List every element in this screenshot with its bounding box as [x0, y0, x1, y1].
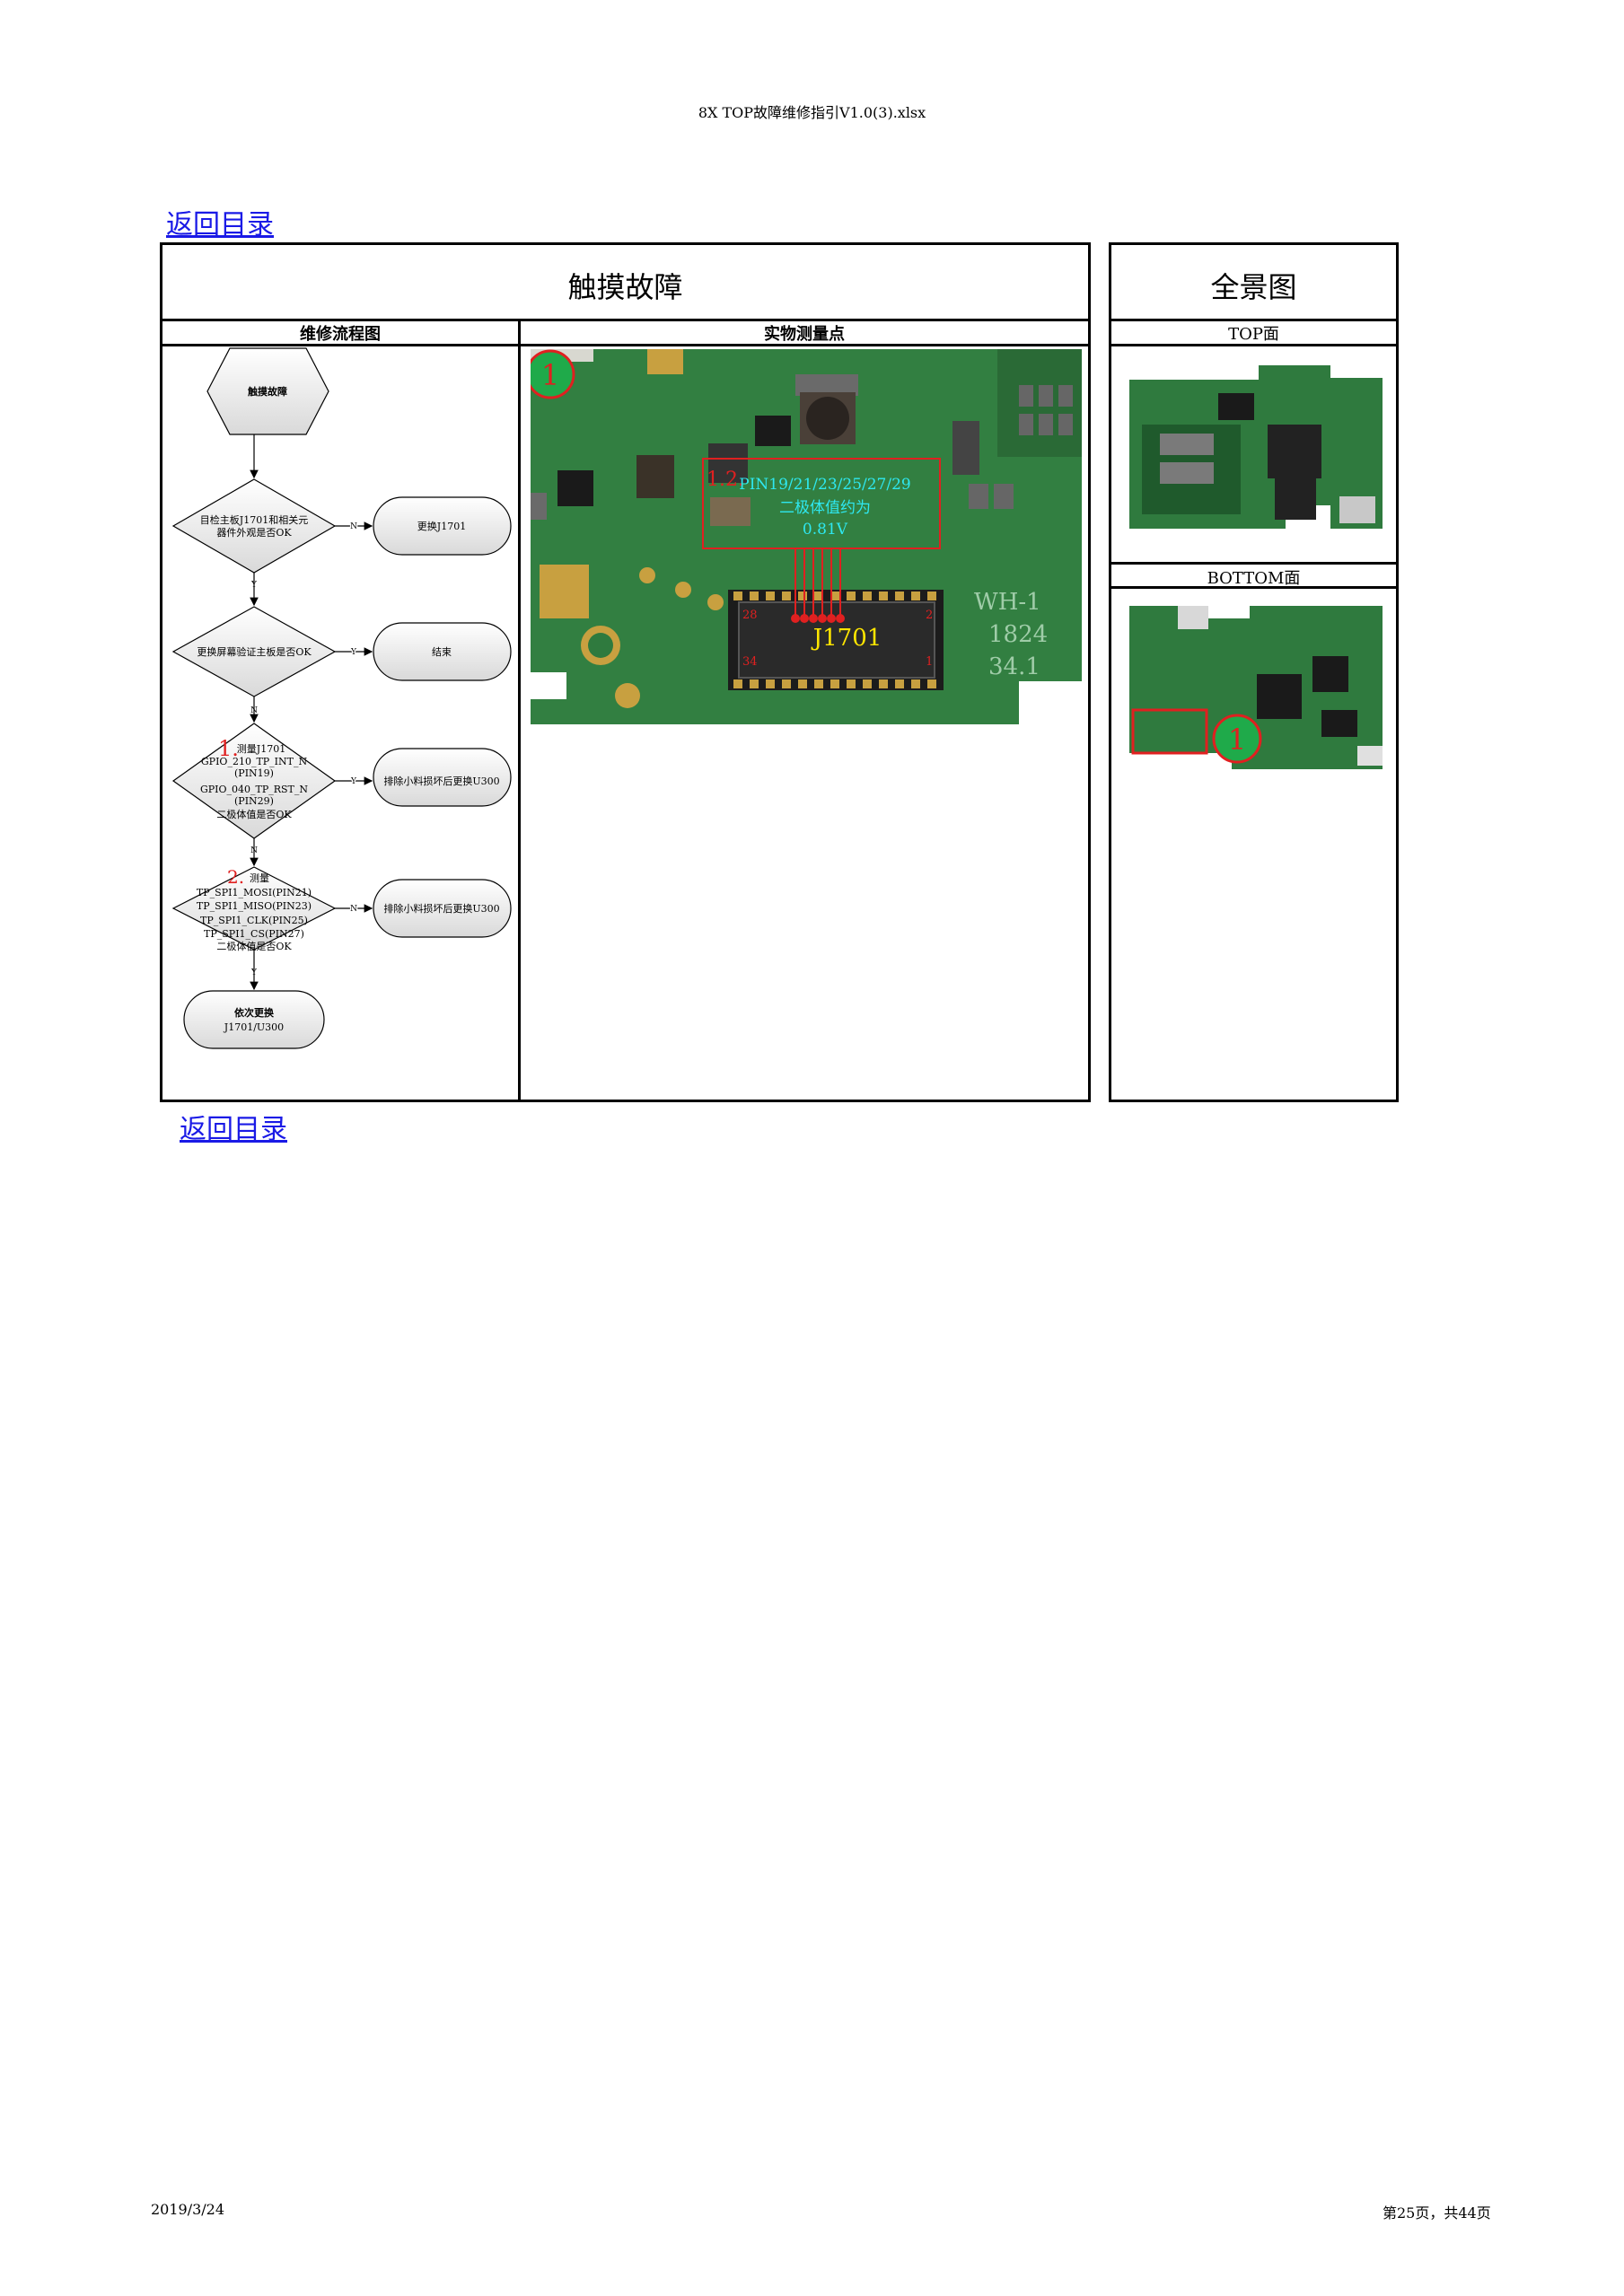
footer-page-number: 第25页，共44页: [1383, 2201, 1491, 2222]
flow-end-line2: J1701/U300: [224, 1021, 284, 1033]
flow-d4-number: 2.: [227, 866, 244, 888]
flow-d3-number: 1.: [218, 736, 239, 761]
col-header-flowchart: 维修流程图: [162, 321, 518, 345]
flow-d4-line3: TP_SPI1_MISO(PIN23): [197, 900, 312, 912]
flow-no-3: N: [250, 846, 258, 855]
flow-d4-line4: TP_SPI1_CLK(PIN25): [200, 915, 308, 926]
file-title: 8X TOP故障维修指引V1.0(3).xlsx: [0, 101, 1624, 122]
bottom-side-label: BOTTOM面: [1111, 565, 1396, 589]
board-top-photo: [1124, 362, 1386, 532]
flow-yes-1: Y: [250, 581, 258, 590]
back-to-contents-link-bottom[interactable]: 返回目录: [180, 1107, 287, 1146]
flow-no-4: N: [350, 905, 357, 914]
bottom-photo-point-number: 1: [1228, 723, 1246, 757]
flow-d3-line6: 二极体值是否OK: [216, 808, 292, 820]
silkscreen-text-1: WH-1: [974, 589, 1041, 616]
flow-decision-1: [173, 479, 335, 573]
silkscreen-text-3: 34.1: [988, 653, 1040, 680]
flow-decision-3: [173, 723, 335, 838]
flow-r1-label: 更换J1701: [417, 520, 466, 532]
flow-d3-line1: 测量J1701: [237, 743, 285, 755]
board-bottom-photo: 1: [1124, 602, 1386, 773]
pin-label-bottom-right: 1: [926, 655, 933, 669]
photo-annotation-diode: 二极体值约为: [779, 499, 871, 517]
pin-label-top-right: 2: [926, 609, 933, 622]
flow-d4-line2: TP_SPI1_MOSI(PIN21): [197, 887, 312, 898]
col-header-measure-points: 实物测量点: [521, 321, 1088, 345]
flow-start-label: 触摸故障: [247, 385, 287, 398]
flow-yes-3: Y: [350, 777, 357, 786]
photo-annotation-pins: PIN19/21/23/25/27/29: [739, 476, 910, 494]
top-side-label: TOP面: [1111, 321, 1396, 345]
flow-r3-label: 排除小料损坏后更换U300: [383, 775, 499, 787]
flow-no-2: N: [250, 706, 258, 715]
flow-d3-line5: (PIN29): [234, 795, 274, 807]
footer-date: 2019/3/24: [151, 2201, 224, 2218]
flow-no-1: N: [350, 522, 357, 531]
back-to-contents-link-top[interactable]: 返回目录: [166, 202, 274, 241]
connector-label-j1701: J1701: [811, 625, 882, 652]
repair-flowchart: 触摸故障 目检主板J1701和相关元 器件外观是否OK 更换J1701 更换屏幕…: [162, 346, 518, 1097]
pin-label-top-left: 28: [742, 609, 758, 622]
flow-yes-4: Y: [250, 968, 258, 977]
flow-yes-2: Y: [350, 648, 357, 657]
flow-end-line1: 依次更换: [234, 1006, 275, 1019]
flow-d3-line2: GPIO_210_TP_INT_N: [201, 756, 308, 767]
pcb-measure-photo: 1.2. PIN19/21/23/25/27/29 二极体值约为 0.81V J…: [531, 349, 1082, 724]
flow-end-node: [184, 991, 324, 1048]
photo-annotation-voltage: 0.81V: [803, 521, 848, 539]
main-table: 触摸故障 维修流程图 实物测量点: [160, 242, 1091, 1102]
side-table-title: 全景图: [1111, 265, 1396, 306]
flow-r2-label: 结束: [432, 646, 452, 658]
flow-d1-line2: 器件外观是否OK: [216, 527, 292, 539]
silkscreen-text-2: 1824: [988, 621, 1048, 648]
flow-d4-line5: TP_SPI1_CS(PIN27): [204, 928, 304, 940]
flow-d1-line1: 目检主板J1701和相关元: [200, 513, 308, 526]
main-table-title: 触摸故障: [162, 265, 1088, 306]
flow-d2-label: 更换屏幕验证主板是否OK: [197, 645, 312, 658]
measure-point-number: 1: [541, 358, 559, 392]
flow-d3-line3: (PIN19): [234, 767, 274, 779]
flow-d4-line6: 二极体值是否OK: [216, 940, 292, 952]
pin-label-bottom-left: 34: [742, 655, 758, 669]
flow-d4-line1: 测量: [250, 872, 269, 884]
flow-d3-line4: GPIO_040_TP_RST_N: [200, 784, 308, 795]
side-table: 全景图 TOP面 BOTTOM面 1: [1109, 242, 1399, 1102]
flow-r4-label: 排除小料损坏后更换U300: [383, 902, 499, 915]
